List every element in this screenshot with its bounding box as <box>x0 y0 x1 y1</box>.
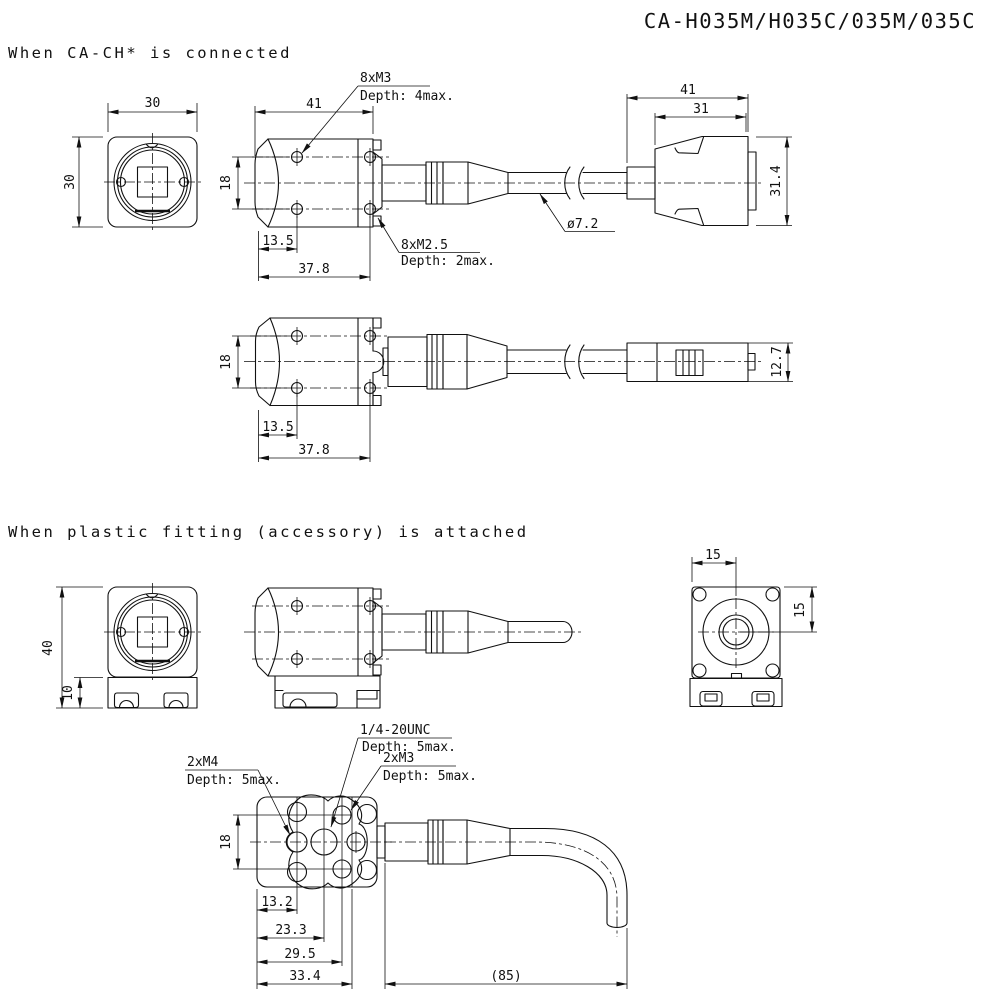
dim-conn-41: 41 <box>680 83 696 98</box>
rear-center-boss <box>372 350 385 374</box>
dim-bottom-18: 18 <box>219 834 234 850</box>
view-front-connected: 30 30 <box>63 96 201 231</box>
label-tripod-thread: 1/4-20UNC <box>360 723 430 738</box>
dim-bottom-29-5: 29.5 <box>284 947 315 962</box>
dim-conn-31: 31 <box>693 102 709 117</box>
label-8xm2-5-depth: Depth: 2max. <box>401 254 495 269</box>
label-tripod-depth: Depth: 5max. <box>362 740 456 755</box>
dim-fitting-10: 10 <box>61 685 76 701</box>
dim-conn-31-4: 31.4 <box>769 165 784 196</box>
dim-bottom-85: (85) <box>490 969 521 984</box>
section1-heading: When CA-CH* is connected <box>8 44 292 62</box>
label-8xm2-5: 8xM2.5 <box>401 238 448 253</box>
label-cable-diameter: ø7.2 <box>567 217 598 232</box>
view-connector-side: 41 31 31.4 <box>626 83 792 227</box>
dim-bottom-23-3: 23.3 <box>275 923 306 938</box>
dim-top-13-5: 13.5 <box>262 420 293 435</box>
dim-front-width: 30 <box>145 96 161 111</box>
dim-side-13-5: 13.5 <box>262 234 293 249</box>
dim-side-18: 18 <box>219 175 234 191</box>
dim-side-37-8: 37.8 <box>298 262 329 277</box>
lens-index-notch <box>145 143 159 149</box>
plastic-fitting <box>107 676 198 709</box>
latch-groove-top <box>674 136 705 155</box>
plastic-fitting-rear <box>689 677 783 708</box>
dim-top-37-8: 37.8 <box>298 443 329 458</box>
dim-top-18: 18 <box>219 354 234 370</box>
view-bottom-fitting: 2xM4 Depth: 5max. 1/4-20UNC Depth: 5max.… <box>185 723 628 989</box>
view-top-connected: 18 13.5 37.8 12.7 <box>219 317 793 462</box>
label-8xm3-depth: Depth: 4max. <box>360 89 454 104</box>
label-2xm3-depth: Depth: 5max. <box>383 769 477 784</box>
dim-rear-15-v: 15 <box>793 602 808 618</box>
latch-groove-bottom <box>674 207 705 226</box>
label-8xm3: 8xM3 <box>360 71 391 86</box>
label-2xm4-depth: Depth: 5max. <box>187 773 281 788</box>
cable-bend-outer <box>509 827 628 924</box>
dim-conn-12-7: 12.7 <box>770 346 785 377</box>
dim-rear-15-h: 15 <box>705 548 721 563</box>
view-rear-fitting: 15 15 <box>689 548 817 708</box>
dim-side-41: 41 <box>306 97 322 112</box>
view-front-fitting: 40 10 <box>41 583 201 709</box>
label-2xm3: 2xM3 <box>383 751 414 766</box>
view-side-fitting <box>244 587 582 709</box>
page-title: CA-H035M/H035C/035M/035C <box>644 9 976 33</box>
cable-bend-inner <box>509 854 608 924</box>
plastic-fitting-side <box>274 675 381 709</box>
view-side-connected: 41 18 13.5 37.8 8xM3 Depth: 4max. 8xM2.5… <box>219 71 762 281</box>
dim-bottom-13-2: 13.2 <box>261 895 292 910</box>
dim-front-height: 30 <box>63 174 78 190</box>
dim-bottom-33-4: 33.4 <box>289 969 320 984</box>
dim-fitting-40: 40 <box>41 640 56 656</box>
label-2xm4: 2xM4 <box>187 755 218 770</box>
section2-heading: When plastic fitting (accessory) is atta… <box>8 523 529 541</box>
